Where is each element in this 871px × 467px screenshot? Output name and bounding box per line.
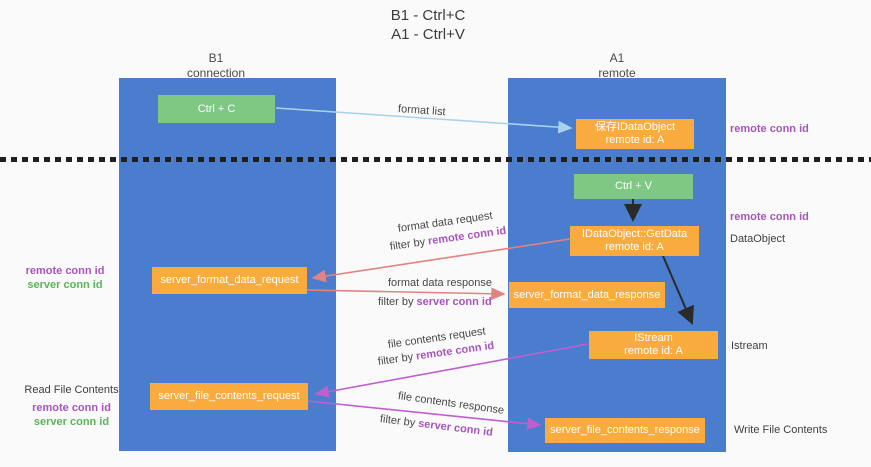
- box-format-response-label: server_format_data_response: [513, 288, 661, 301]
- label-format-data-response: format data response: [388, 277, 492, 289]
- box-ctrl-c-label: Ctrl + C: [197, 102, 236, 115]
- annotation-read-file-contents: Read File Contents: [24, 384, 119, 396]
- title-line-1: B1 - Ctrl+C: [390, 7, 466, 24]
- lane-a1-role: remote: [598, 66, 636, 80]
- box-server-file-contents-request: server_file_contents_request: [150, 383, 308, 410]
- filter-term-server-conn-id: server conn id: [416, 296, 492, 308]
- box-file-request-label: server_file_contents_request: [158, 390, 300, 402]
- title-line-2: A1 - Ctrl+V: [391, 26, 465, 43]
- annotation-left-remote-conn-id-mid: remote conn id: [25, 265, 105, 277]
- box-idataobject-getdata: IDataObject::GetData remote id: A: [570, 226, 699, 256]
- filter-prefix: filter by: [378, 296, 414, 308]
- annotation-write-file-contents: Write File Contents: [734, 424, 828, 436]
- filter-prefix: filter by: [379, 413, 416, 430]
- label-format-list: format list: [397, 103, 446, 119]
- annotation-istream: Istream: [731, 340, 768, 352]
- box-server-file-contents-response: server_file_contents_response: [545, 418, 705, 443]
- annotation-left-server-conn-id-bottom: server conn id: [33, 416, 110, 428]
- box-saved-dataobject: 保存IDataObject remote id: A: [576, 119, 694, 149]
- box-file-response-label: server_file_contents_response: [550, 424, 700, 436]
- lane-b1-name: B1: [208, 51, 224, 65]
- box-ctrl-v-label: Ctrl + V: [615, 180, 652, 192]
- diagram-title: B1 - Ctrl+C A1 - Ctrl+V: [338, 6, 518, 44]
- box-getdata-line1: IDataObject::GetData: [581, 228, 688, 240]
- annotation-left-server-conn-id-mid: server conn id: [27, 279, 103, 291]
- annotation-left-remote-conn-id-bottom: remote conn id: [32, 402, 111, 414]
- filter-prefix: filter by: [377, 351, 414, 368]
- phase-divider-dashed-line: [0, 157, 871, 162]
- box-server-format-data-response: server_format_data_response: [509, 282, 665, 308]
- arrow-format-data-response: [306, 287, 506, 301]
- lane-b1-role: connection: [186, 66, 246, 80]
- box-format-request-label: server_format_data_request: [160, 274, 299, 286]
- box-server-format-data-request: server_format_data_request: [152, 267, 307, 294]
- box-saved-dataobject-line2: remote id: A: [605, 134, 665, 146]
- annotation-remote-conn-id-mid: remote conn id: [730, 211, 809, 223]
- annotation-remote-conn-id-top: remote conn id: [730, 123, 809, 135]
- box-istream: IStream remote id: A: [589, 331, 718, 359]
- box-getdata-line2: remote id: A: [605, 241, 664, 253]
- filter-prefix: filter by: [389, 236, 426, 253]
- annotation-dataobject: DataObject: [730, 233, 786, 245]
- filter-term-server-conn-id: server conn id: [417, 417, 494, 439]
- lane-header-b1: B1 connection: [156, 51, 276, 81]
- lane-header-a1: A1 remote: [557, 51, 677, 81]
- box-ctrl-c: Ctrl + C: [158, 95, 275, 123]
- lane-a1-name: A1: [609, 51, 625, 65]
- box-istream-line2: remote id: A: [624, 345, 683, 357]
- box-istream-line1: IStream: [634, 332, 673, 344]
- box-ctrl-v: Ctrl + V: [574, 174, 693, 199]
- box-saved-dataobject-line1: 保存IDataObject: [594, 121, 676, 133]
- label-file-contents-response: file contents response: [397, 390, 505, 417]
